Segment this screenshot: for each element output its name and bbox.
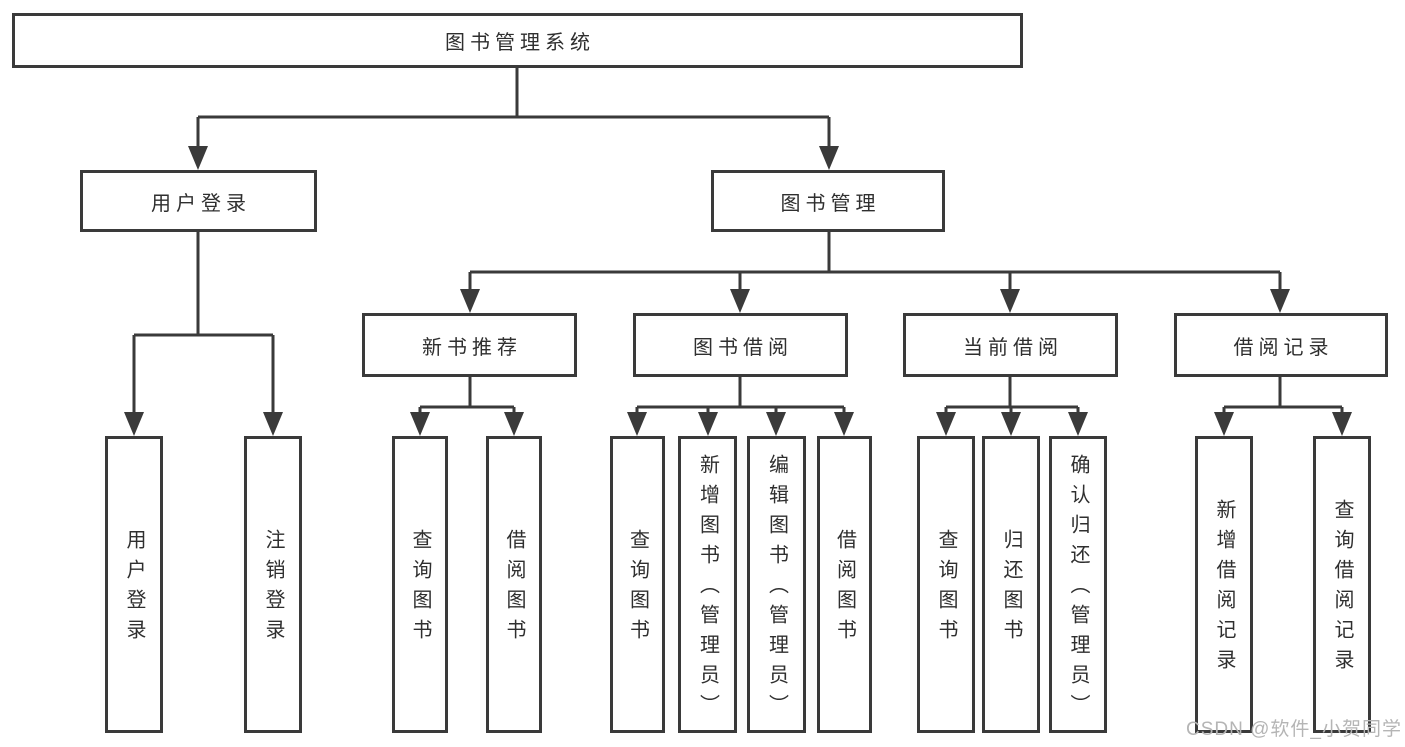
arrowhead [1332,412,1352,436]
arrowhead [766,412,786,436]
csdn-watermark: CSDN @软件_小贺同学 [1186,719,1402,740]
arrowhead [460,289,480,313]
leaf-add-borrow-record: 新增借阅记录 [1195,436,1253,733]
leaf-return-book: 归还图书 [982,436,1040,733]
arrowhead [627,412,647,436]
leaf-query-books: 查询图书 [917,436,975,733]
arrowhead [819,146,839,170]
arrowhead [410,412,430,436]
arrowhead [188,146,208,170]
arrowhead [1001,412,1021,436]
node-book-management: 图书管理 [711,170,945,232]
arrowhead [936,412,956,436]
arrowhead [504,412,524,436]
node-new-book-recommend: 新书推荐 [362,313,577,377]
node-library-management-system: 图书管理系统 [12,13,1023,68]
leaf-add-book-admin: 新增图书（管理员） [678,436,737,733]
arrowhead [1000,289,1020,313]
leaf-logout-login: 注销登录 [244,436,302,733]
leaf-query-books: 查询图书 [610,436,665,733]
node-borrowing-records: 借阅记录 [1174,313,1388,377]
node-book-borrowing: 图书借阅 [633,313,848,377]
arrowhead [263,412,283,436]
arrowhead [1214,412,1234,436]
arrowheads [124,146,1352,436]
leaf-borrow-books: 借阅图书 [817,436,872,733]
arrowhead [698,412,718,436]
node-current-borrowing: 当前借阅 [903,313,1118,377]
arrowhead [124,412,144,436]
leaf-user-login: 用户登录 [105,436,163,733]
arrowhead [834,412,854,436]
leaf-confirm-return-admin: 确认归还（管理员） [1049,436,1107,733]
leaf-borrow-books: 借阅图书 [486,436,542,733]
leaf-query-borrow-record: 查询借阅记录 [1313,436,1371,733]
arrowhead [730,289,750,313]
node-user-login: 用户登录 [80,170,317,232]
arrowhead [1068,412,1088,436]
leaf-edit-book-admin: 编辑图书（管理员） [747,436,806,733]
leaf-query-books: 查询图书 [392,436,448,733]
arrowhead [1270,289,1290,313]
